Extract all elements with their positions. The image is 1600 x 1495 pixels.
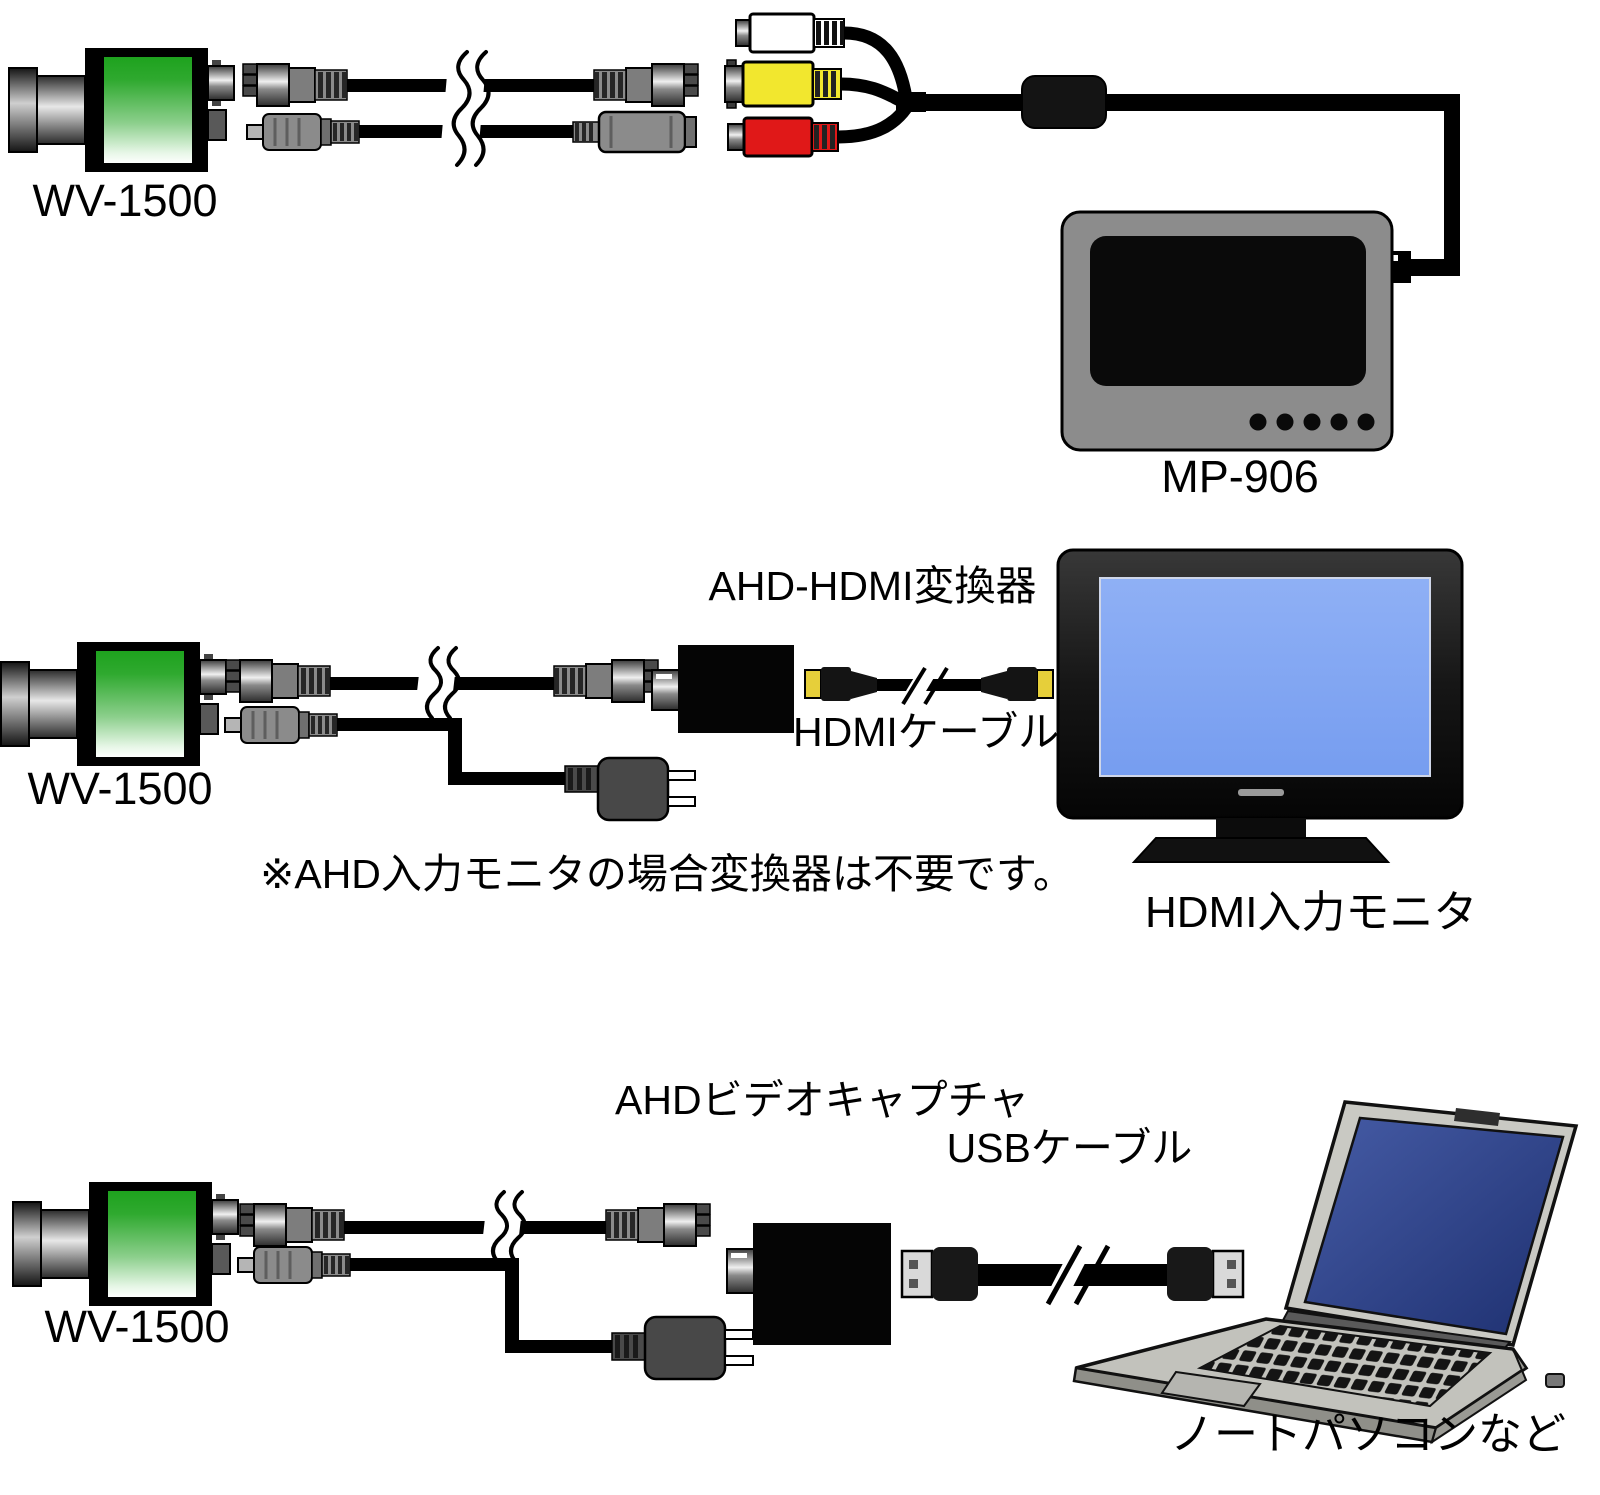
camera-label-row3: WV-1500: [44, 1301, 230, 1352]
laptop-computer: [1072, 1100, 1579, 1445]
rca-branch-white: [843, 26, 913, 100]
capture-body: [753, 1223, 891, 1345]
ahd-video-capture: [726, 1223, 891, 1345]
converter-note: ※AHD入力モニタの場合変換器は不要です。: [260, 851, 1074, 897]
tv-indicator-bar: [1238, 789, 1284, 796]
coax-plug-right: [593, 63, 699, 107]
usb-plug-right: [1167, 1247, 1245, 1301]
rca-plug-yellow: [724, 59, 842, 109]
camera-label-row1: WV-1500: [32, 175, 218, 226]
power-cable-ac-adapter: [237, 1246, 754, 1381]
rca-plug-red: [727, 116, 839, 158]
power-plug-left: [246, 113, 360, 151]
rca-branch-yellow: [840, 77, 907, 108]
rca-plug-white: [735, 12, 845, 54]
power-line: [246, 110, 697, 154]
cable-break-slashes: [897, 666, 949, 706]
usb-cable: [900, 1242, 1245, 1308]
laptop-keyboard: [1200, 1326, 1490, 1406]
laptop-screen: [1303, 1116, 1565, 1336]
main-av-cable: [906, 94, 1452, 111]
cable-break-mark: [439, 50, 491, 167]
dc-jack-right: [572, 110, 697, 154]
cable-break-mark: [414, 646, 461, 720]
hdmi-cable: [804, 666, 1054, 706]
tv-stand-base: [1131, 837, 1391, 863]
cable-to-monitor: [1400, 259, 1460, 276]
cable-break-mark: [480, 1190, 527, 1264]
capture-label: AHDビデオキャプチャ: [615, 1077, 1030, 1123]
hdmi-monitor-tv: [1056, 548, 1464, 863]
laptop-webcam-notch: [1454, 1108, 1500, 1126]
ferrite-bead: [1021, 75, 1107, 129]
laptop-touchpad: [1160, 1370, 1262, 1408]
usb-plug-left: [900, 1247, 978, 1301]
laptop-usb-port: [1545, 1373, 1565, 1388]
camera-label-row2: WV-1500: [27, 763, 213, 814]
ac-adapter-plug: [611, 1315, 754, 1381]
cable-break-slashes: [1040, 1242, 1111, 1308]
power-plug-left: [237, 1246, 351, 1284]
converter-label: AHD-HDMI変換器: [708, 563, 1037, 609]
hdmi-plug-right: [981, 667, 1054, 701]
rca-branch-red: [837, 104, 912, 144]
wv1500-camera: [12, 1182, 239, 1306]
coax-plug-left: [225, 659, 331, 703]
power-plug-left: [224, 706, 338, 744]
coax-plug-left: [239, 1203, 345, 1247]
ahd-hdmi-converter: [651, 645, 794, 733]
monitor-label-row1: MP-906: [1161, 451, 1319, 502]
tv-stand-neck: [1216, 818, 1306, 838]
coax-plug-left: [242, 63, 348, 107]
coax-plug-right: [553, 659, 659, 703]
wv1500-camera: [8, 48, 235, 172]
ac-prong: [667, 770, 696, 781]
power-cable-ac-adapter: [224, 706, 696, 822]
cable-vertical-run: [1444, 94, 1460, 276]
camera-bnc-port: [207, 65, 235, 101]
laptop-label: ノートパソコンなど: [1170, 1410, 1566, 1459]
mp906-monitor: [1060, 210, 1394, 452]
converter-body: [678, 645, 794, 733]
camera-power-port: [207, 109, 227, 141]
camera-lens-barrel: [36, 75, 86, 145]
rca-av-cable-assembly: [724, 12, 1460, 283]
camera-front-green: [102, 55, 194, 165]
ac-prong: [724, 1355, 754, 1366]
ac-prong: [667, 796, 696, 807]
coax-line: [242, 63, 699, 107]
hdmi-plug-left: [804, 667, 877, 701]
usb-cable-label: USBケーブル: [946, 1125, 1193, 1171]
hdmi-monitor-label: HDMI入力モニタ: [1145, 888, 1478, 937]
monitor-screen: [1090, 236, 1366, 386]
coax-cable: [225, 646, 659, 720]
coax-cable: [239, 1190, 711, 1264]
tv-screen: [1099, 577, 1431, 777]
monitor-buttons: [1249, 413, 1375, 431]
ac-adapter-plug: [564, 756, 696, 822]
hdmi-cable-label: HDMIケーブル: [793, 709, 1060, 755]
av-extension-cable: [242, 50, 699, 167]
coax-plug-right: [605, 1203, 711, 1247]
wv1500-camera: [0, 642, 227, 766]
camera-lens-ring: [8, 67, 38, 153]
